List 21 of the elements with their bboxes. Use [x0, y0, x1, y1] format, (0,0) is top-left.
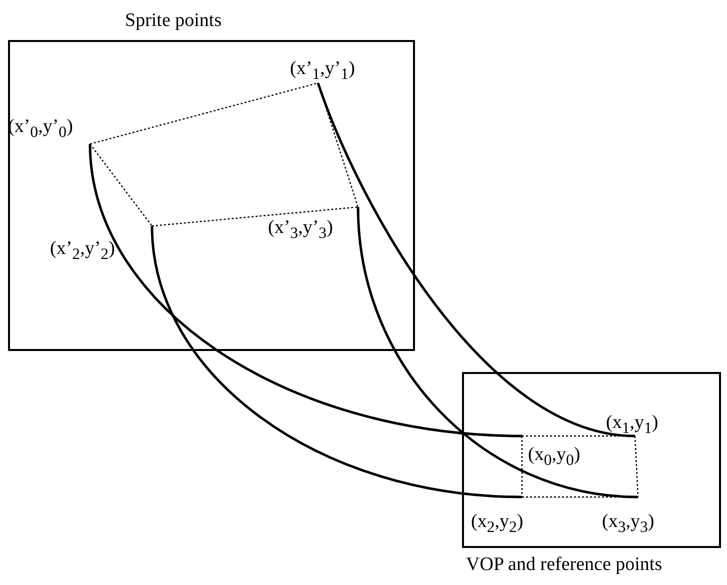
mapping-curve — [88, 144, 522, 438]
frame-title: VOP and reference points — [466, 554, 662, 576]
point-label: (x’$_{2}$,y’$_{2}$) — [50, 226, 152, 262]
point-label: (x$_{2}$,y$_{2}$) — [465, 497, 550, 537]
point-label: (x$_{3}$,y$_{3}$) — [598, 497, 683, 537]
mapping-curve — [356, 206, 638, 498]
point-label: (x$_{0}$,y$_{0}$) — [522, 436, 607, 470]
dotted-line — [317, 82, 359, 208]
frame-title: Sprite points — [125, 10, 222, 32]
dotted-line — [521, 436, 523, 497]
dotted-line — [90, 144, 152, 226]
point-label: (x’$_{1}$,y’$_{1}$) — [288, 58, 378, 83]
mapping-curve — [150, 226, 522, 498]
point-label: (x$_{1}$,y$_{1}$) — [600, 410, 685, 436]
mapping-curve — [316, 82, 636, 438]
dotted-line — [152, 206, 358, 227]
dotted-line — [522, 496, 638, 498]
dotted-line — [634, 436, 639, 498]
dotted-line — [522, 435, 635, 437]
dotted-line — [90, 82, 318, 145]
point-label: (x’$_{3}$,y’$_{3}$) — [266, 200, 358, 242]
